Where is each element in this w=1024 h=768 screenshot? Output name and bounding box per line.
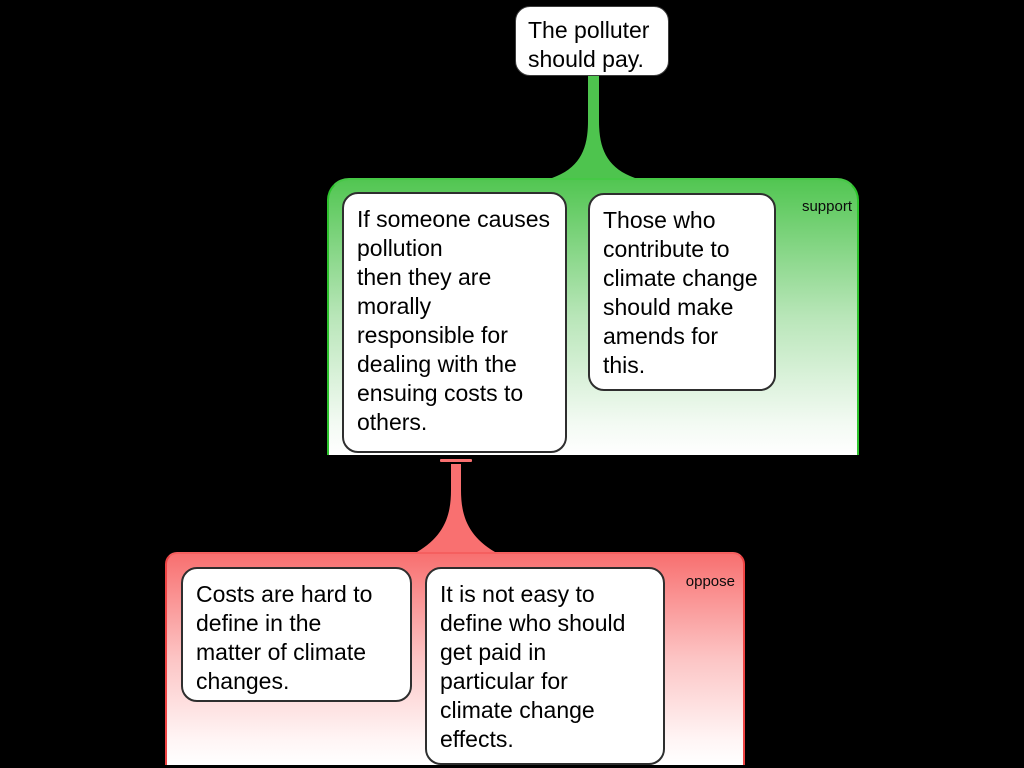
- support-group-label: support: [801, 198, 852, 215]
- support-premise-2[interactable]: Those who contribute to climate change s…: [588, 193, 776, 391]
- claim-text: The polluter should pay.: [528, 17, 650, 72]
- claim-node[interactable]: The polluter should pay.: [515, 6, 669, 76]
- oppose-connector[interactable]: [405, 464, 505, 552]
- oppose-connector-anchor[interactable]: [440, 459, 472, 462]
- oppose-funnel-shape[interactable]: [417, 464, 495, 552]
- support-funnel-shape[interactable]: [552, 75, 635, 178]
- oppose-premise-1[interactable]: Costs are hard to define in the matter o…: [181, 567, 412, 702]
- support-premise-1-text: If someone causes pollution then they ar…: [357, 206, 551, 435]
- support-connector[interactable]: [540, 75, 646, 178]
- support-premise-2-text: Those who contribute to climate change s…: [603, 207, 758, 378]
- oppose-group-label: oppose: [685, 573, 735, 590]
- support-premise-1[interactable]: If someone causes pollution then they ar…: [342, 192, 567, 453]
- oppose-premise-2-text: It is not easy to define who should get …: [440, 581, 626, 752]
- oppose-premise-1-text: Costs are hard to define in the matter o…: [196, 581, 373, 694]
- oppose-premise-2[interactable]: It is not easy to define who should get …: [425, 567, 665, 765]
